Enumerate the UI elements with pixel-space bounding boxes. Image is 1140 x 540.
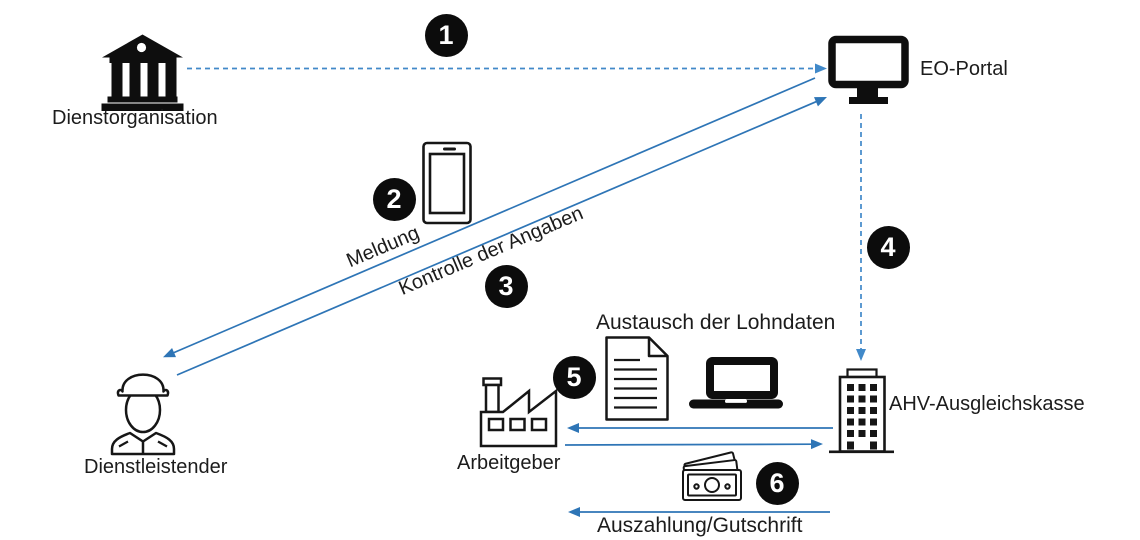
label-dienstleistender: Dienstleistender — [84, 456, 228, 478]
bank-icon — [101, 34, 184, 111]
laptop-icon — [689, 357, 783, 409]
arrow-meldung-dienstleistender-to-eoportal — [176, 97, 827, 376]
label-arbeitgeber: Arbeitgeber — [457, 452, 561, 474]
label-auszahlung-gutschrift: Auszahlung/Gutschrift — [597, 514, 803, 537]
smartphone-icon — [422, 141, 472, 225]
monitor-icon — [828, 35, 909, 104]
step-badge-3: 3 — [484, 264, 528, 308]
label-eo-portal: EO-Portal — [920, 58, 1008, 80]
step-badge-4: 4 — [866, 225, 910, 269]
office-building-icon — [829, 368, 894, 454]
factory-icon — [479, 377, 558, 448]
arrow-ahv-to-arbeitgeber — [567, 423, 833, 433]
soldier-icon — [110, 373, 176, 456]
arrow-step1-dienstorganisation-to-eoportal — [187, 63, 827, 74]
label-austausch-der-lohndaten: Austausch der Lohndaten — [596, 311, 836, 334]
step-badge-2: 2 — [372, 177, 416, 221]
arrow-auszahlung-ahv-to-arbeitgeber — [568, 507, 830, 517]
banknotes-icon — [682, 451, 742, 501]
step-badge-1: 1 — [424, 13, 468, 57]
step-badge-5: 5 — [552, 355, 596, 399]
label-ahv-ausgleichskasse: AHV-Ausgleichskasse — [889, 393, 1085, 415]
label-dienstorganisation: Dienstorganisation — [52, 107, 218, 129]
step-badge-6: 6 — [755, 461, 799, 505]
arrow-step4-eoportal-to-ahv — [856, 114, 866, 361]
document-icon — [605, 336, 669, 421]
arrow-arbeitgeber-to-ahv — [564, 439, 823, 450]
arrow-kontrolle-eoportal-to-dienstleistender — [163, 77, 816, 358]
